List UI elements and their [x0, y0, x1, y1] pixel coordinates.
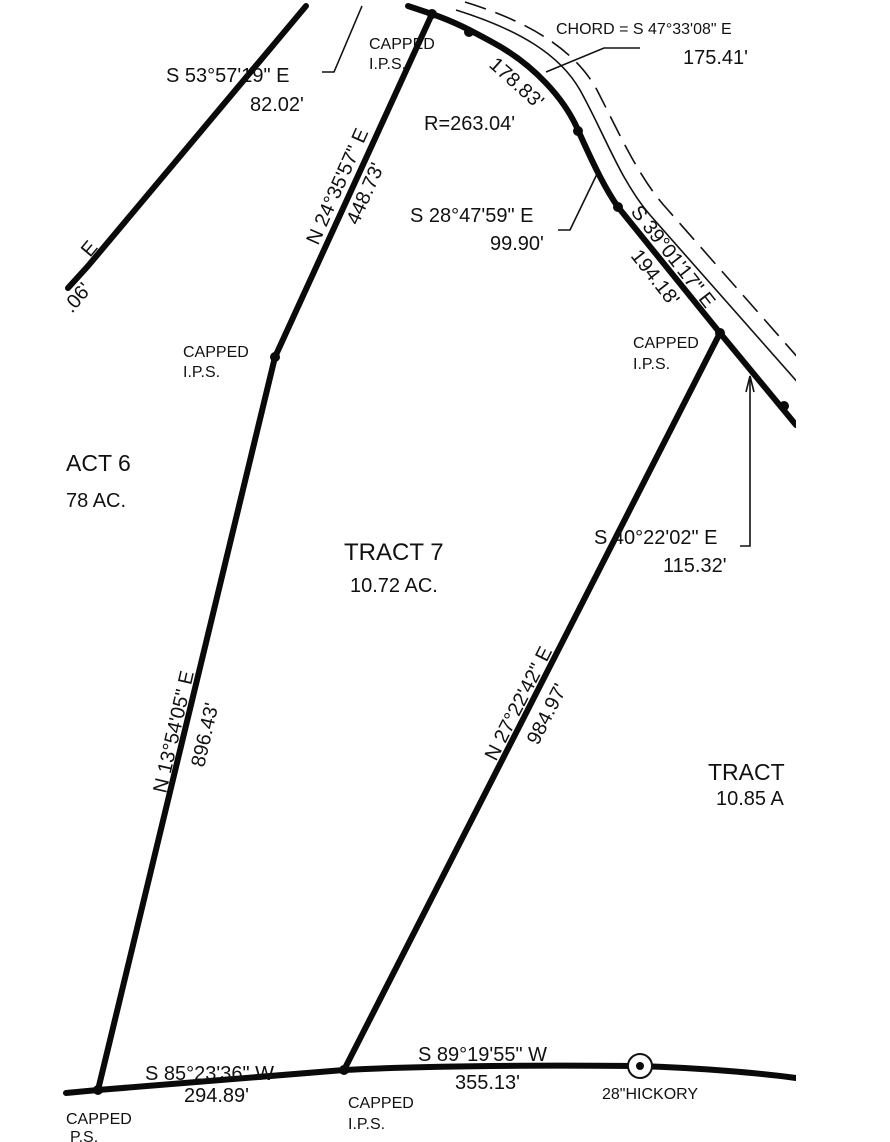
right-margin	[796, 0, 890, 1142]
capped-label-south: CAPPED	[348, 1095, 414, 1112]
boundary-northwest-line	[65, 3, 309, 291]
boundary-curve-road	[405, 3, 799, 428]
monument-far-east	[779, 401, 789, 411]
ips-label-top: I.P.S.	[369, 56, 406, 73]
chord-bearing-text: CHORD = S 47°33'08" E	[556, 21, 732, 38]
monument-curve-start	[464, 27, 474, 37]
south-left-bearing: S 85°23'36" W	[145, 1063, 274, 1085]
tract6-area: 78 AC.	[66, 490, 126, 512]
south-left-length: 294.89'	[184, 1085, 249, 1107]
boundary-tract7-west-line	[95, 354, 278, 1093]
leader-lower-right	[740, 380, 751, 547]
ips-label-sw-partial: P.S.	[70, 1129, 98, 1142]
monument-top	[427, 9, 437, 19]
ips-label-west: I.P.S.	[183, 364, 220, 381]
tract6-name: ACT 6	[66, 450, 131, 476]
capped-label-sw: CAPPED	[66, 1111, 132, 1128]
tract8-area: 10.85 A	[716, 788, 785, 810]
lower-right-bearing: S 40°22'02" E	[594, 527, 717, 549]
top-left-length: 82.02'	[250, 94, 304, 116]
mid-bearing: S 28°47'59" E	[410, 205, 533, 227]
tract8-name: TRACT	[708, 759, 785, 785]
chord-length: 175.41'	[683, 47, 748, 69]
leader-chord	[545, 47, 640, 73]
monument-curve-end	[613, 202, 623, 212]
boundary-south-line	[63, 1062, 799, 1096]
ips-label-south: I.P.S.	[348, 1116, 385, 1133]
capped-label-top: CAPPED	[369, 36, 435, 53]
leader-mid	[558, 173, 598, 231]
capped-label-east: CAPPED	[633, 335, 699, 352]
capped-label-west: CAPPED	[183, 344, 249, 361]
monument-capped-ips-south	[339, 1065, 349, 1075]
top-left-bearing: S 53°57'19" E	[166, 65, 289, 87]
leader-top-left	[322, 5, 363, 73]
hickory-label: 28"HICKORY	[602, 1086, 698, 1103]
road-centerline-dashed	[464, 1, 801, 361]
chord-label: CHORD = S 47°33'08" E	[556, 21, 732, 38]
radius-label: R=263.04'	[424, 113, 515, 135]
leader-arrow-head	[745, 375, 755, 393]
monument-curve-mid	[573, 126, 583, 136]
monument-capped-ips-west	[270, 352, 280, 362]
boundary-tract7-east-line	[341, 330, 723, 1073]
ips-label-east: I.P.S.	[633, 356, 670, 373]
boundary-tract7-north-segment	[272, 11, 435, 360]
south-mid-length: 355.13'	[455, 1072, 520, 1094]
monument-capped-ips-sw	[93, 1085, 103, 1095]
tract7-name: TRACT 7	[344, 539, 444, 566]
hickory-tree-center	[636, 1062, 644, 1070]
road-edge-line	[455, 9, 801, 386]
mid-length: 99.90'	[490, 233, 544, 255]
lower-right-length: 115.32'	[663, 555, 727, 577]
monument-capped-ips-east	[715, 328, 725, 338]
south-mid-bearing: S 89°19'55" W	[418, 1044, 547, 1066]
tract7-area: 10.72 AC.	[350, 575, 438, 597]
